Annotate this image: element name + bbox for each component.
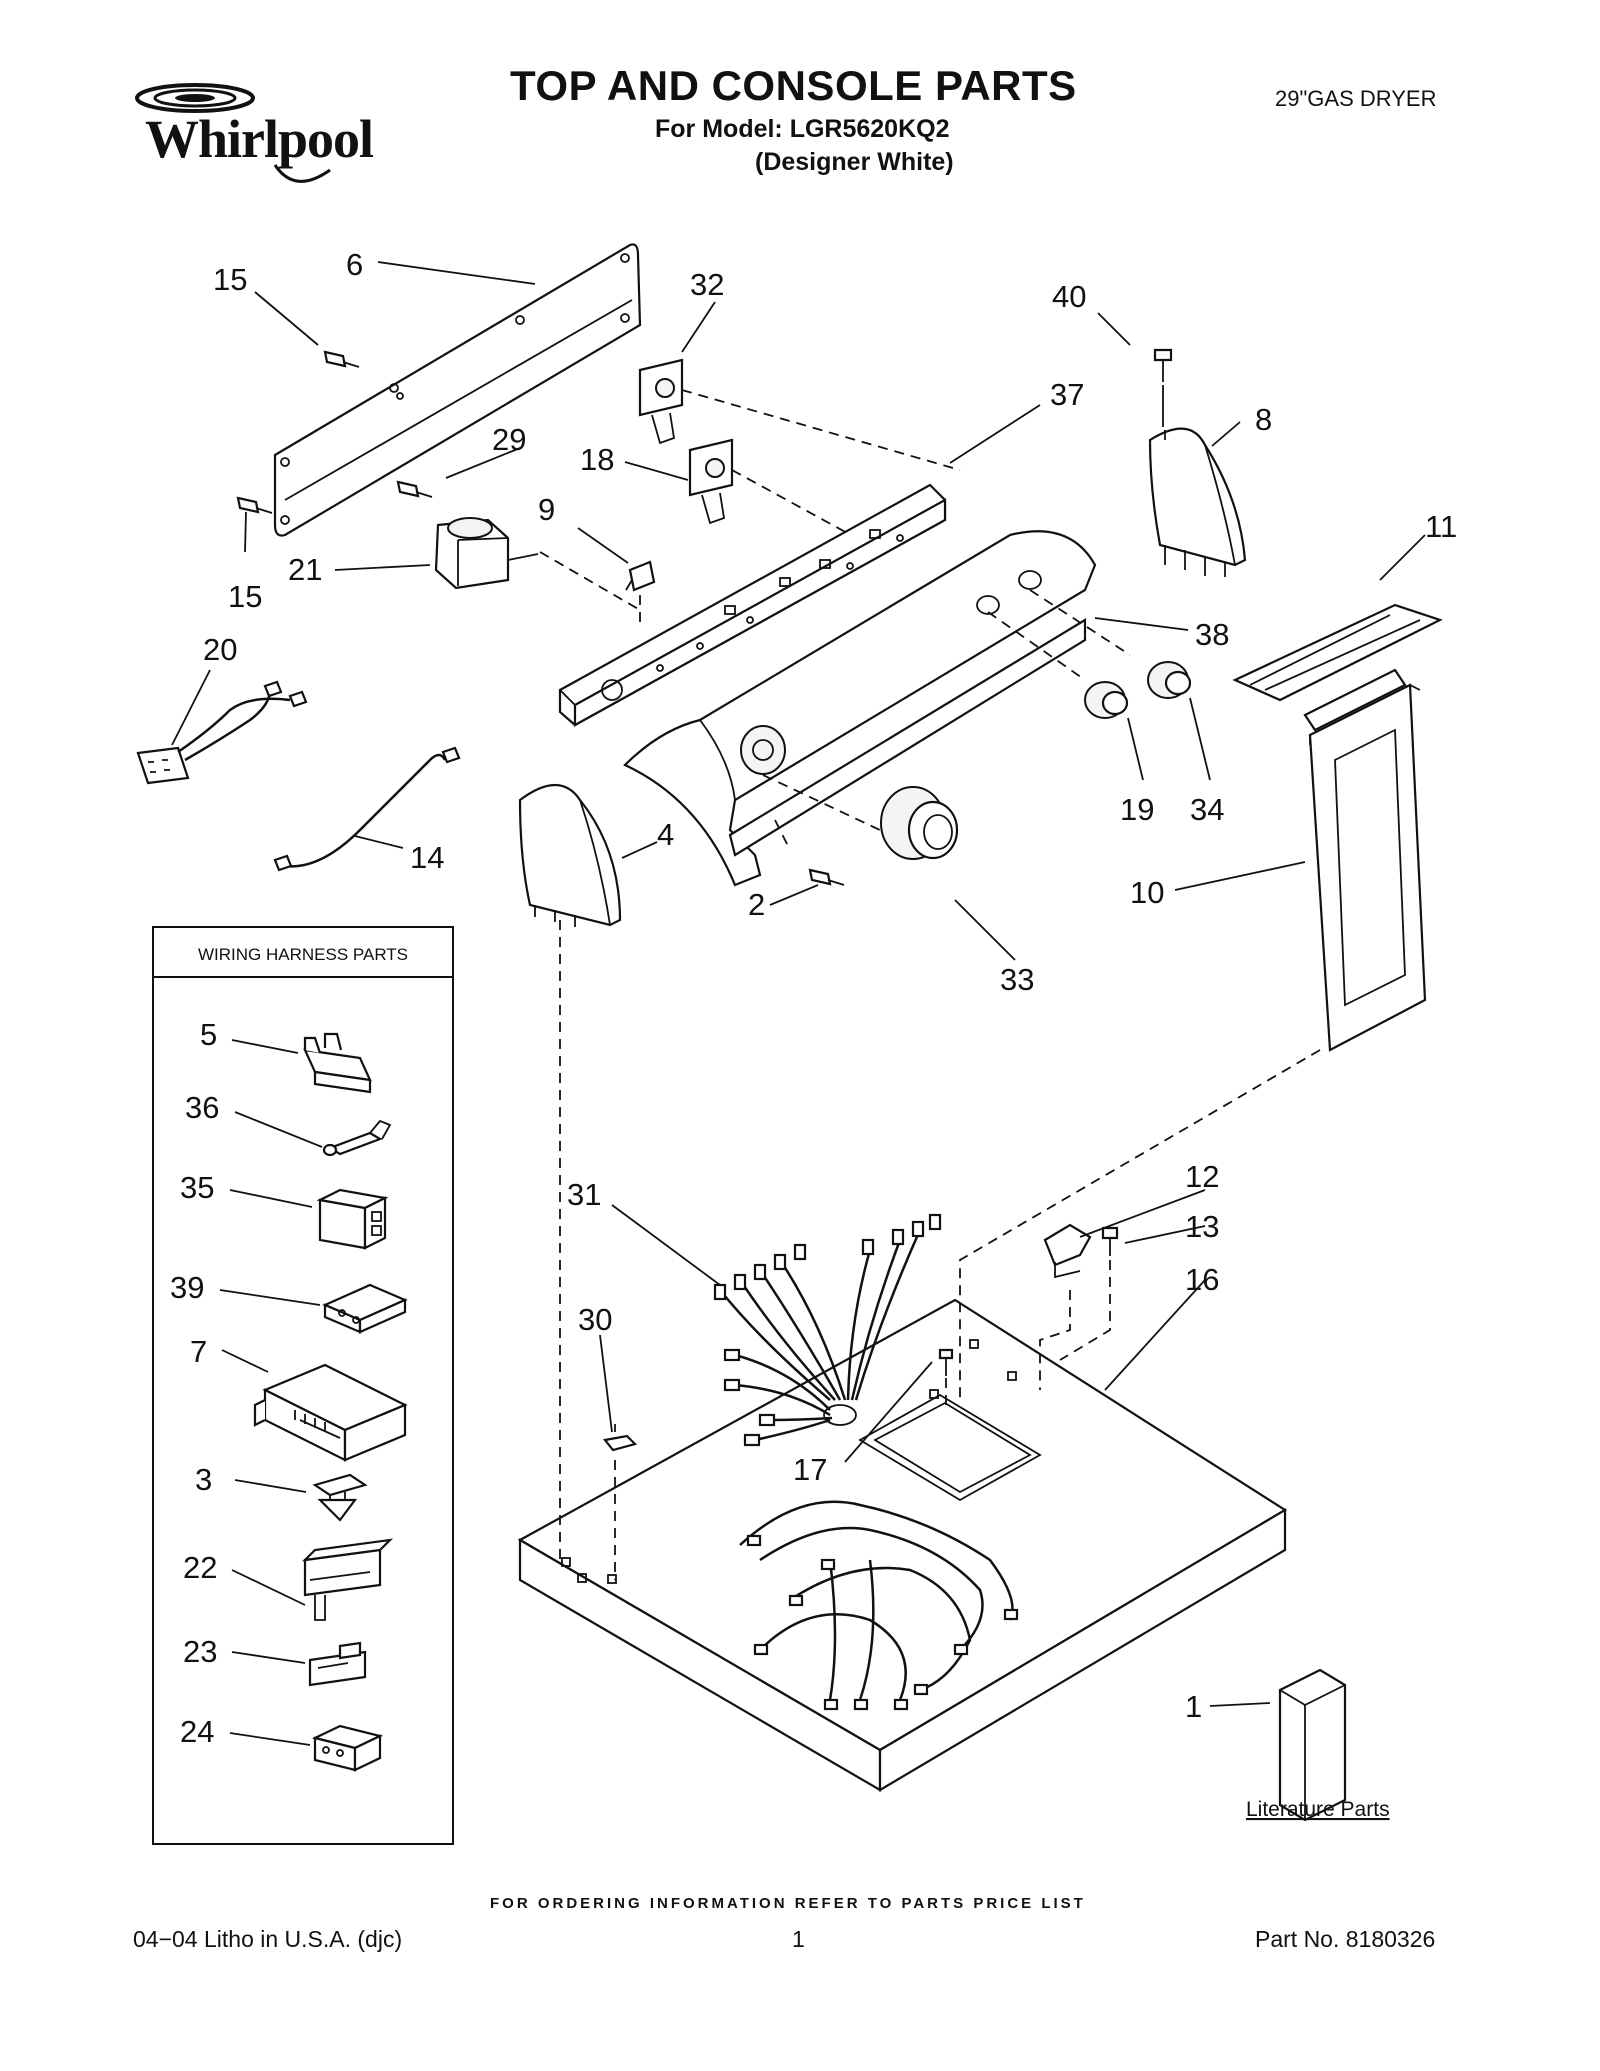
top-panel-harness: [739, 1500, 1019, 1711]
part-23-connector: [308, 1641, 367, 1687]
product-type: 29"GAS DRYER: [1275, 86, 1437, 111]
alignment-lines: [559, 430, 1321, 1580]
part-5-connector: [303, 1032, 372, 1094]
part-36-terminal: [322, 1119, 392, 1157]
page-number: 1: [792, 1926, 805, 1952]
brand-logo: Whirlpool: [125, 70, 385, 200]
callout-3: 3: [195, 1462, 212, 1497]
callout-6: 6: [346, 247, 363, 282]
part-10-lint-filter: [1303, 668, 1427, 1052]
part-39-connector: [322, 1283, 408, 1334]
callout-37: 37: [1050, 377, 1084, 412]
part-8-end-cap-right: [1148, 427, 1247, 577]
callout-18: 18: [580, 442, 614, 477]
callout-19: 19: [1120, 792, 1154, 827]
part-31-wire-harness: [713, 1213, 942, 1447]
callout-24: 24: [180, 1714, 214, 1749]
callout-16: 16: [1185, 1262, 1219, 1297]
callout-1: 1: [1185, 1689, 1202, 1724]
part-30-clip: [602, 1424, 638, 1452]
part-20-wire-harness: [136, 680, 308, 785]
callout-32: 32: [690, 267, 724, 302]
callout-40: 40: [1052, 279, 1086, 314]
model-number: For Model: LGR5620KQ2: [655, 115, 950, 143]
callout-10: 10: [1130, 875, 1164, 910]
ordering-note: FOR ORDERING INFORMATION REFER TO PARTS …: [490, 1895, 1086, 1912]
callout-13: 13: [1185, 1209, 1219, 1244]
part-38-console: [623, 530, 1131, 887]
part-1-literature: [1278, 1668, 1347, 1822]
wiring-harness-box: [152, 926, 454, 1845]
part-24-connector: [311, 1724, 384, 1772]
part-37-console-bracket: [558, 483, 947, 727]
part-19-knob: [1084, 681, 1129, 719]
callout-15-bottom: 15: [228, 579, 262, 614]
part-4-end-cap-left: [518, 784, 622, 927]
part-40-screw: [1153, 348, 1173, 427]
part-2-screw: [774, 819, 845, 886]
page-title: TOP AND CONSOLE PARTS: [510, 62, 1077, 109]
callout-21: 21: [288, 552, 322, 587]
callout-11: 11: [1425, 509, 1457, 544]
callout-20: 20: [203, 632, 237, 667]
callout-8: 8: [1255, 402, 1272, 437]
part-3-clip: [312, 1473, 368, 1522]
callout-17: 17: [793, 1452, 827, 1487]
callout-30: 30: [578, 1302, 612, 1337]
callout-38: 38: [1195, 617, 1229, 652]
callout-12: 12: [1185, 1159, 1219, 1194]
callout-leaders: [171, 261, 1426, 1746]
callout-4: 4: [657, 817, 674, 852]
part-29-screw: [396, 480, 433, 498]
literature-parts-label: Literature Parts: [1246, 1798, 1390, 1821]
model-color: (Designer White): [755, 148, 954, 176]
part-21-timer: [434, 517, 641, 611]
callout-15-top: 15: [213, 262, 247, 297]
callout-23: 23: [183, 1634, 217, 1669]
part-6-back-panel: [273, 243, 642, 537]
callout-35: 35: [180, 1170, 214, 1205]
part-11-filter-cover: [1232, 603, 1443, 702]
callout-33: 33: [1000, 962, 1034, 997]
part-22-connector: [301, 1538, 394, 1621]
callout-31: 31: [567, 1177, 601, 1212]
callout-22: 22: [183, 1550, 217, 1585]
part-35-connector: [316, 1188, 389, 1250]
callout-14: 14: [410, 840, 444, 875]
callout-5: 5: [200, 1017, 217, 1052]
litho-note: 04−04 Litho in U.S.A. (djc): [133, 1926, 403, 1952]
part-12-bracket: [1043, 1223, 1092, 1279]
wiring-harness-title: WIRING HARNESS PARTS: [198, 945, 408, 964]
part-33-timer-knob: [880, 786, 959, 860]
part-9-clip: [625, 560, 656, 625]
callout-29: 29: [492, 422, 526, 457]
callout-36: 36: [185, 1090, 219, 1125]
swirl-logo-icon: [135, 83, 331, 183]
part-34-knob: [1147, 661, 1192, 699]
part-15-screw-top: [323, 350, 360, 368]
callout-7: 7: [190, 1334, 207, 1369]
part-15-screw-bottom: [236, 496, 273, 514]
part-number: Part No. 8180326: [1255, 1926, 1436, 1952]
part-18-switch: [688, 438, 861, 541]
part-16-top-panel: [517, 1298, 1288, 1792]
brand-name: Whirlpool: [145, 109, 374, 169]
part-7-connector-block: [253, 1363, 408, 1462]
callout-34: 34: [1190, 792, 1224, 827]
callout-39: 39: [170, 1270, 204, 1305]
part-17-screw: [938, 1348, 954, 1376]
part-32-switch: [638, 358, 961, 471]
callout-2: 2: [748, 887, 765, 922]
callout-9: 9: [538, 492, 555, 527]
part-13-screw: [1101, 1226, 1119, 1256]
part-14-wire: [273, 746, 461, 872]
